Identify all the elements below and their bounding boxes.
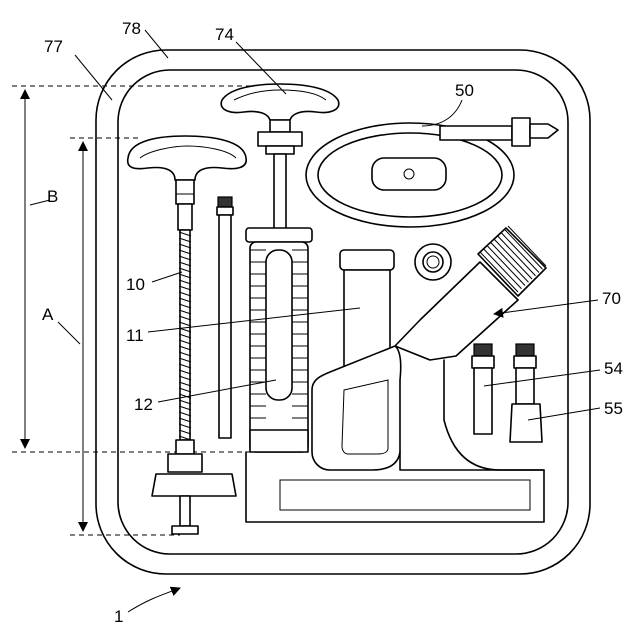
label-50: 50	[455, 81, 474, 100]
label-74: 74	[215, 25, 234, 44]
nozzle-55	[510, 344, 542, 442]
label-11: 11	[126, 326, 144, 345]
label-77: 77	[44, 37, 63, 56]
label-10: 10	[126, 275, 145, 294]
label-A: A	[42, 305, 54, 324]
label-1: 1	[114, 607, 123, 626]
hose-coil	[306, 118, 558, 227]
label-12: 12	[134, 395, 153, 414]
nozzle-54	[472, 344, 494, 434]
label-54: 54	[604, 359, 623, 378]
label-55: 55	[604, 399, 623, 418]
label-78: 78	[122, 19, 141, 38]
label-B: B	[47, 187, 58, 206]
label-70: 70	[602, 289, 621, 308]
probe-tube	[217, 197, 233, 438]
